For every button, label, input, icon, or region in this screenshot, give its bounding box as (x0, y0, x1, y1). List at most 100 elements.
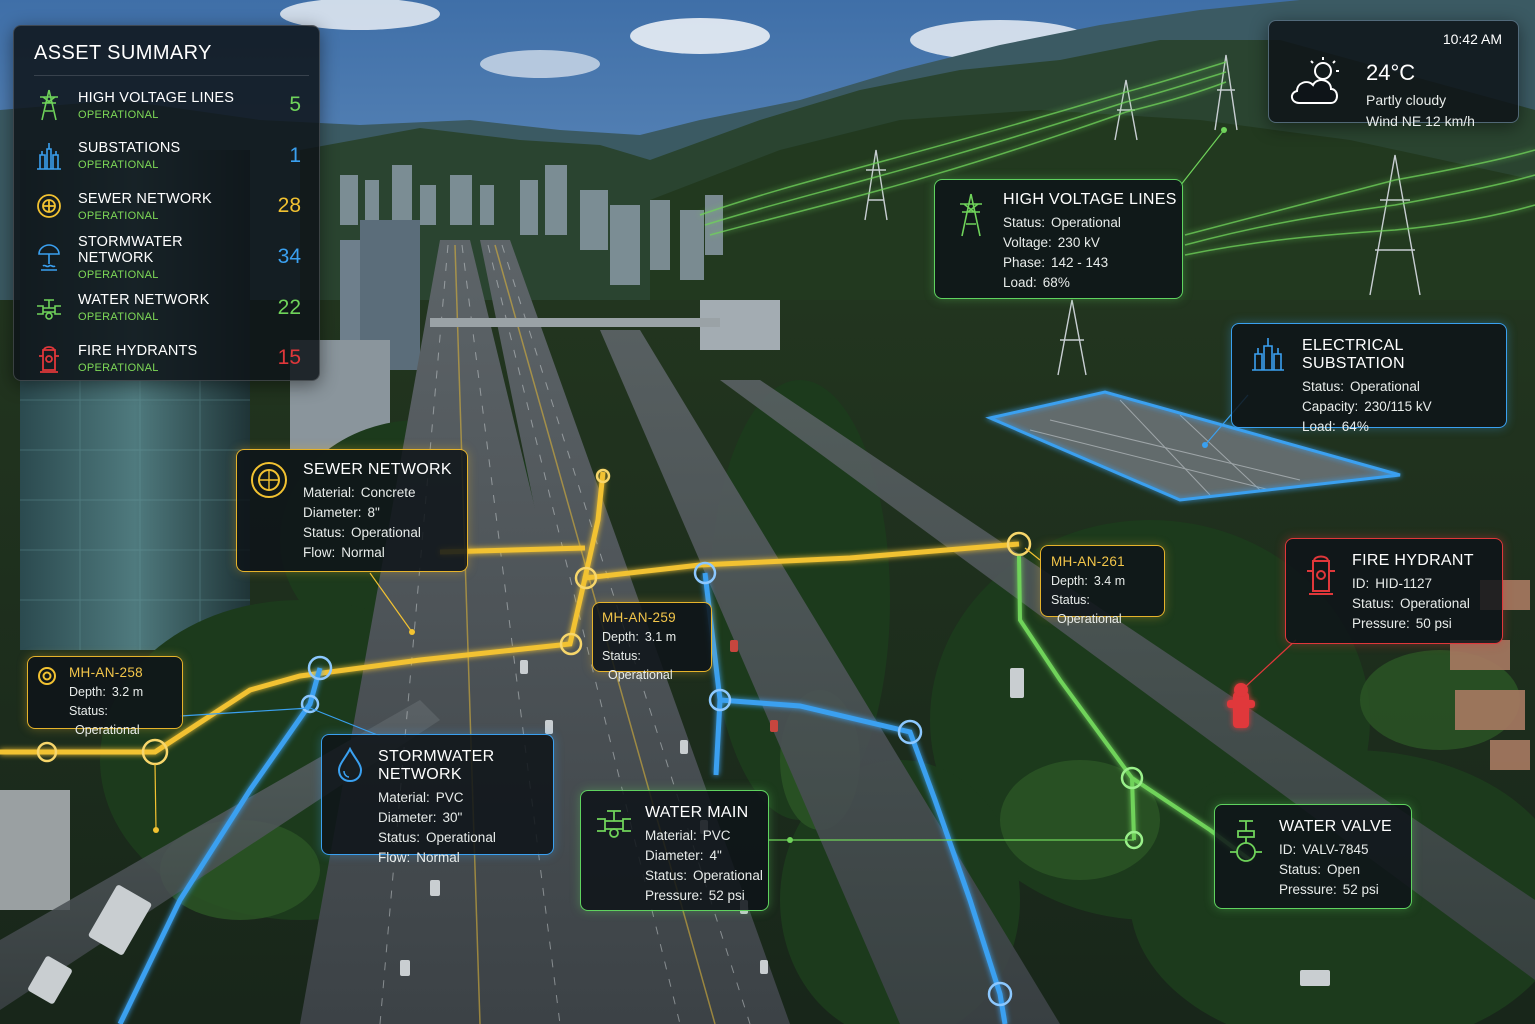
weather-condition: Partly cloudy (1366, 92, 1447, 108)
summary-item-status: OPERATIONAL (78, 311, 159, 324)
temperature: 24°C (1366, 60, 1416, 85)
manhole-mh-an-258-label[interactable]: MH-AN-258 Depth:3.2 m Status:Operational (27, 656, 183, 737)
field-value: Operational (693, 868, 763, 883)
summary-item-status: OPERATIONAL (78, 209, 159, 222)
water-drop-icon (336, 746, 364, 788)
field-label: Pressure: (1279, 882, 1337, 897)
stormwater-network-callout[interactable]: STORMWATER NETWORK Material: PVC Diameter… (321, 734, 554, 865)
callout-title: WATER VALVE (1279, 818, 1392, 835)
summary-item-sewer-network[interactable]: SEWER NETWORK OPERATIONAL 28 (34, 181, 301, 232)
summary-item-name: WATER NETWORK (78, 292, 210, 309)
field-label: Pressure: (1352, 616, 1410, 631)
field-label: Status: (1051, 593, 1090, 607)
field-label: Diameter: (645, 848, 704, 863)
callout-title: FIRE HYDRANT (1352, 552, 1474, 569)
field-value: Normal (341, 545, 385, 560)
field-value: Operational (1400, 596, 1470, 611)
field-label: Status: (1279, 862, 1322, 877)
field-value: 3.2 m (111, 685, 144, 699)
summary-item-name: FIRE HYDRANTS (78, 342, 198, 359)
field-label: ID: (1279, 842, 1297, 857)
field-label: Status: (1003, 215, 1046, 230)
field-value: PVC (435, 790, 464, 805)
manhole-id: MH-AN-261 (1051, 554, 1125, 569)
field-value: Normal (416, 850, 460, 865)
hydrant-icon (34, 341, 64, 375)
manhole-icon (37, 666, 57, 691)
summary-item-fire-hydrants[interactable]: FIRE HYDRANTS OPERATIONAL 15 (34, 333, 301, 384)
callout-title: HIGH VOLTAGE LINES (1003, 191, 1177, 208)
summary-item-count: 28 (277, 194, 301, 218)
callout-title: ELECTRICAL SUBSTATION (1302, 337, 1405, 372)
field-value: 230 kV (1057, 235, 1100, 250)
sewer-icon (249, 460, 289, 505)
electrical-substation-callout[interactable]: ELECTRICAL SUBSTATION Status: Operational… (1231, 323, 1507, 434)
clock-time: 10:42 AM (1442, 31, 1502, 47)
field-label: Status: (1302, 379, 1345, 394)
field-label: Diameter: (378, 810, 437, 825)
water-valve-icon (34, 291, 64, 325)
summary-item-count: 15 (277, 346, 301, 370)
field-label: Material: (378, 790, 430, 805)
field-value: Operational (426, 830, 496, 845)
summary-item-high-voltage-lines[interactable]: HIGH VOLTAGE LINES OPERATIONAL 5 (34, 80, 301, 131)
field-label: Material: (303, 485, 355, 500)
water-valve-callout[interactable]: WATER VALVE ID: VALV-7845 Status: Open Pre… (1214, 804, 1412, 909)
summary-item-count: 1 (289, 143, 301, 167)
field-label: Voltage: (1003, 235, 1052, 250)
field-value: 142 - 143 (1051, 255, 1109, 270)
field-label: Status: (69, 704, 108, 718)
summary-item-status: OPERATIONAL (78, 268, 159, 281)
field-label: Capacity: (1302, 399, 1359, 414)
field-value: Operational (1350, 379, 1420, 394)
field-label: Phase: (1003, 255, 1046, 270)
fire-hydrant-callout[interactable]: FIRE HYDRANT ID:HID-1127 Status:Operatio… (1285, 538, 1503, 644)
field-label: Diameter: (303, 505, 362, 520)
field-value: PVC (702, 828, 731, 843)
manhole-mh-an-261-label[interactable]: MH-AN-261 Depth:3.4 m Status:Operational (1040, 545, 1165, 626)
summary-item-name: HIGH VOLTAGE LINES (78, 89, 235, 106)
sewer-network-callout[interactable]: SEWER NETWORK Material:Concrete Diameter… (236, 449, 468, 572)
field-value: 3.4 m (1093, 574, 1126, 588)
wind-readout: Wind NE 12 km/h (1366, 113, 1475, 129)
field-label: Flow: (378, 850, 411, 865)
summary-item-count: 22 (277, 295, 301, 319)
field-label: Load: (1003, 275, 1037, 290)
field-value: Operational (351, 525, 421, 540)
water-main-callout[interactable]: WATER MAIN Material:PVC Diameter:4" Stat… (580, 790, 769, 911)
substation-icon (34, 139, 64, 173)
field-value: 30" (442, 810, 463, 825)
sewer-icon (34, 189, 64, 223)
summary-item-status: OPERATIONAL (78, 108, 159, 121)
field-label: Status: (602, 649, 641, 663)
field-label: Depth: (602, 630, 639, 644)
water-valve-icon (1229, 817, 1263, 870)
callout-title: SEWER NETWORK (303, 461, 452, 478)
field-value: VALV-7845 (1302, 842, 1369, 857)
field-value: Operational (1051, 215, 1121, 230)
high-voltage-callout[interactable]: HIGH VOLTAGE LINES Status: Operational Vo… (934, 179, 1183, 299)
manhole-id: MH-AN-258 (69, 665, 143, 680)
field-value: 52 psi (708, 888, 745, 903)
summary-item-count: 34 (277, 245, 301, 269)
summary-item-stormwater-network[interactable]: STORMWATER NETWORK OPERATIONAL 34 (34, 232, 301, 283)
power-tower-icon (34, 88, 64, 122)
field-value: Open (1327, 862, 1361, 877)
field-label: Depth: (69, 685, 106, 699)
field-label: Pressure: (645, 888, 703, 903)
asset-summary-panel: ASSET SUMMARY HIGH VOLTAGE LINES OPERATI… (13, 25, 320, 381)
field-value: 50 psi (1415, 616, 1452, 631)
field-value: 64% (1341, 419, 1369, 434)
power-tower-icon (957, 192, 985, 243)
hydrant-icon (1304, 551, 1338, 602)
summary-item-water-network[interactable]: WATER NETWORK OPERATIONAL 22 (34, 282, 301, 333)
field-value: Operational (1057, 612, 1122, 626)
summary-item-substations[interactable]: SUBSTATIONS OPERATIONAL 1 (34, 131, 301, 182)
partly-cloudy-icon (1287, 57, 1349, 114)
manhole-mh-an-259-label[interactable]: MH-AN-259 Depth:3.1 m Status:Operational (592, 602, 712, 682)
callout-title: STORMWATER NETWORK (378, 748, 495, 783)
field-value: Operational (608, 668, 673, 682)
water-valve-icon (595, 803, 633, 844)
field-label: Status: (378, 830, 421, 845)
manhole-id: MH-AN-259 (602, 610, 676, 625)
